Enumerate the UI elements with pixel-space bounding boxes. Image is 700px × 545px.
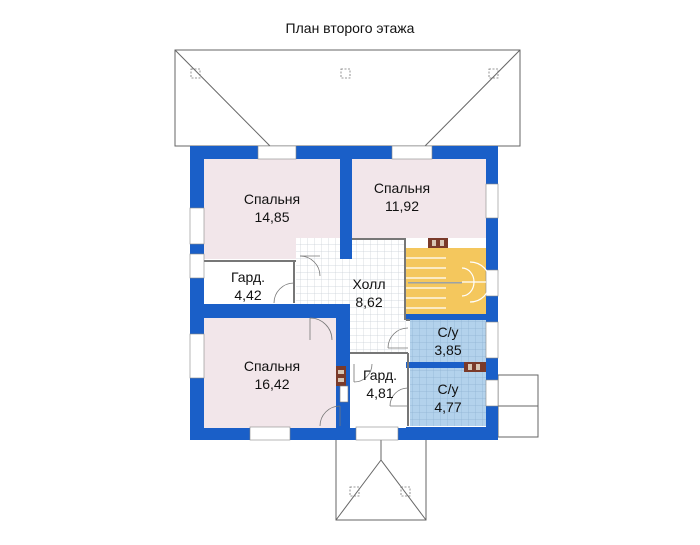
room-name: С/у <box>437 324 459 340</box>
bathroom-2 <box>410 368 486 426</box>
room-name: Холл <box>352 276 386 292</box>
room-area: 11,92 <box>385 198 419 214</box>
room-area: 8,62 <box>355 294 383 310</box>
room-area: 4,81 <box>366 385 394 401</box>
bedroom-3 <box>204 318 336 428</box>
room-label-bedroom-2: Спальня 11,92 <box>352 179 452 215</box>
windows <box>189 145 499 441</box>
room-name: Гард. <box>362 367 398 383</box>
room-label-bedroom-1: Спальня 14,85 <box>222 190 322 226</box>
room-label-bathroom-2: С/у 4,77 <box>410 380 486 416</box>
room-area: 14,85 <box>254 209 290 225</box>
balcony <box>497 374 539 438</box>
roof-top <box>174 49 521 147</box>
room-label-wardrobe-1: Гард. 4,42 <box>208 268 288 304</box>
room-label-bedroom-3: Спальня 16,42 <box>222 357 322 393</box>
staircase <box>406 248 486 314</box>
stair-steps <box>406 257 491 309</box>
room-label-bathroom-1: С/у 3,85 <box>410 323 486 359</box>
room-area: 4,42 <box>234 287 262 303</box>
roof-bottom <box>335 437 427 521</box>
wardrobe-2 <box>350 354 406 428</box>
doors <box>273 255 409 427</box>
bedroom-2 <box>352 159 486 238</box>
room-area: 4,77 <box>434 399 462 415</box>
room-area: 16,42 <box>254 376 290 392</box>
room-area: 3,85 <box>434 342 462 358</box>
vent-ducts <box>336 238 486 386</box>
wardrobe-1 <box>204 263 292 303</box>
room-name: Гард. <box>230 269 266 285</box>
room-label-wardrobe-2: Гард. 4,81 <box>352 366 408 402</box>
bathroom-1 <box>410 320 486 362</box>
plan-title: План второго этажа <box>285 20 415 36</box>
room-name: Спальня <box>373 180 431 196</box>
room-name: Спальня <box>243 191 301 207</box>
room-name: Спальня <box>243 358 301 374</box>
room-name: С/у <box>437 381 459 397</box>
room-label-hall: Холл 8,62 <box>336 275 402 311</box>
roof-vents <box>190 68 499 79</box>
